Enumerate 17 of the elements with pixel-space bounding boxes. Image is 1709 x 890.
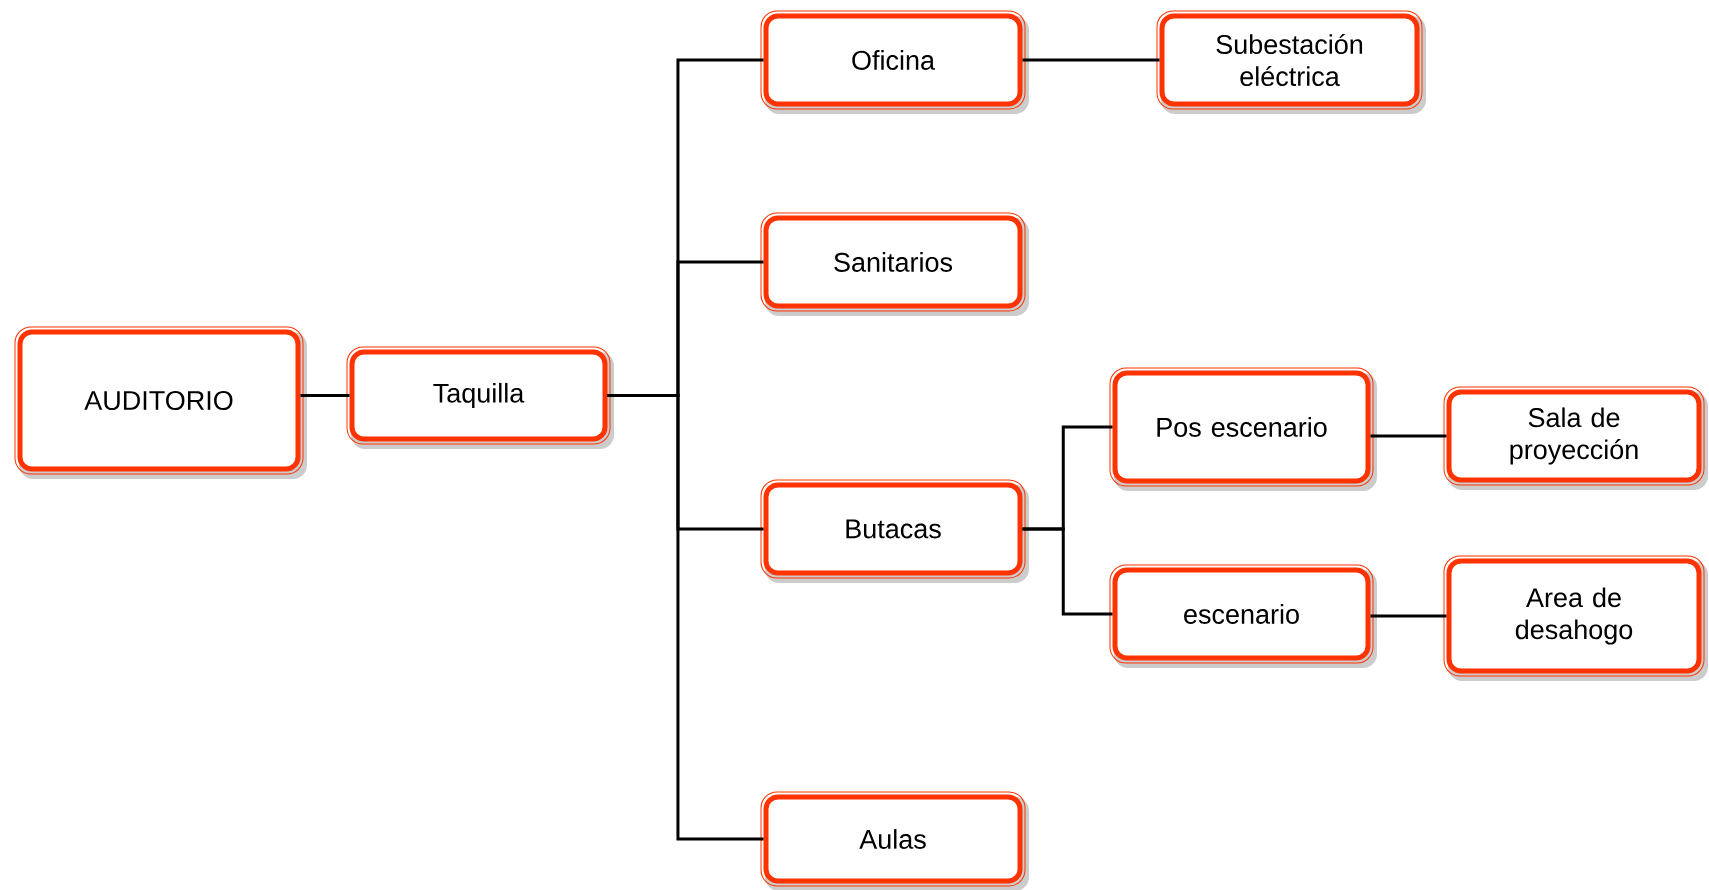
rounded-box: Pos escenario (1109, 367, 1377, 491)
rounded-box: Taquilla (346, 346, 614, 449)
rounded-box: escenario (1109, 564, 1377, 668)
rounded-box: Sanitarios (760, 212, 1029, 316)
connector-line (1370, 434, 1447, 438)
rounded-box: Oficina (760, 10, 1029, 114)
connector-line (300, 394, 350, 397)
rounded-box: Sala de proyección (1443, 386, 1708, 490)
rounded-box: Area de desahogo (1443, 555, 1708, 681)
connector-line (1370, 614, 1447, 618)
rounded-box: Subestación eléctrica (1156, 10, 1426, 114)
rounded-box: Aulas (760, 791, 1029, 890)
connector-line (1022, 527, 1113, 616)
connector-line (1022, 58, 1160, 62)
connector-line (607, 394, 764, 841)
rounded-box: Butacas (760, 479, 1029, 583)
rounded-box: AUDITORIO (14, 326, 307, 479)
